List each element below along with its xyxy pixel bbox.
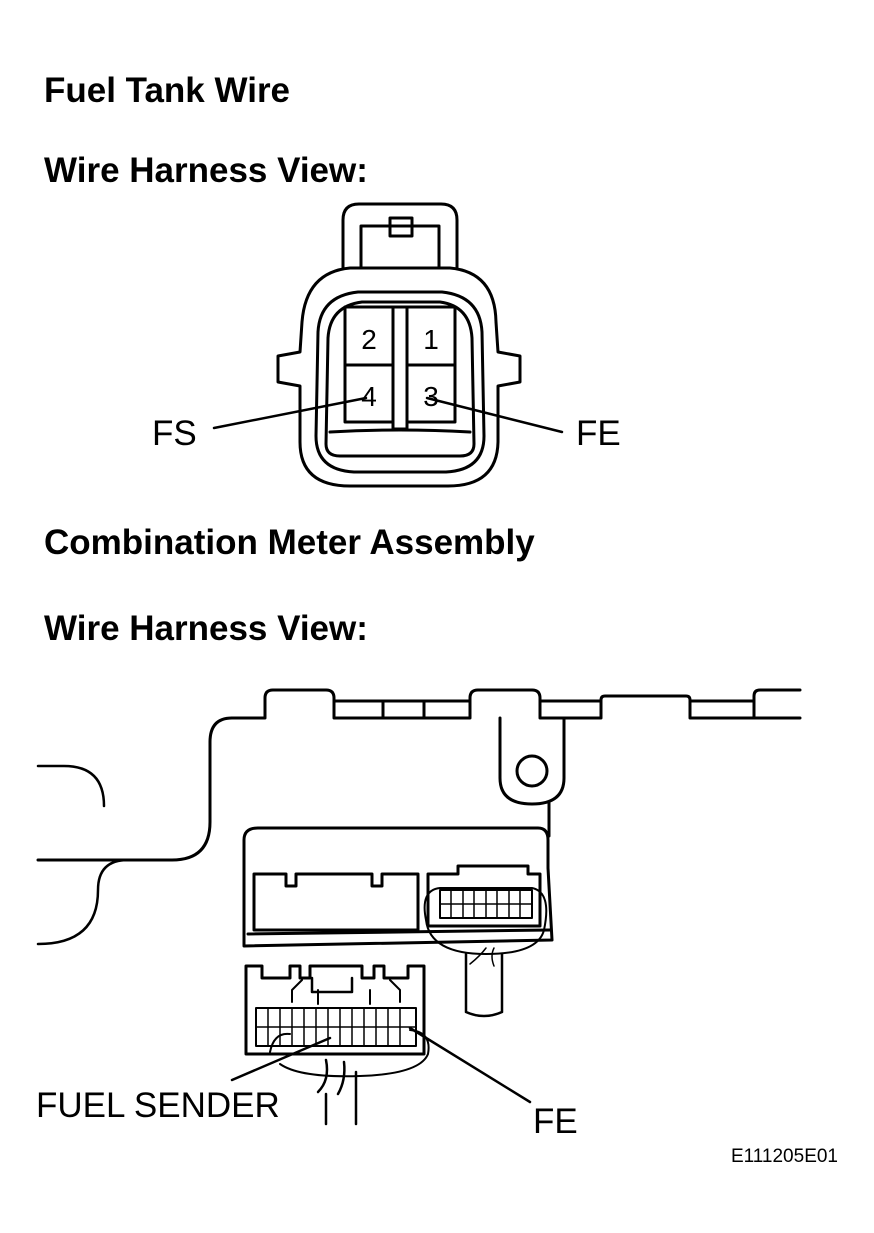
pin-1-number: 1 [423, 324, 439, 355]
receptacle-right-socket [426, 864, 542, 928]
fe-leader-line [425, 396, 564, 434]
receptacle-bottom [246, 928, 552, 936]
plug-latch [310, 976, 354, 994]
pin-4-number: 4 [361, 381, 377, 412]
mounting-lug [498, 716, 566, 806]
fuel-tank-connector [212, 202, 564, 488]
latch-tab [388, 216, 414, 238]
combination-meter-title: Combination Meter Assembly [44, 523, 535, 562]
mounting-hole [515, 754, 549, 788]
fs-label: FS [152, 414, 197, 453]
figure-id: E111205E01 [731, 1146, 838, 1167]
fs-leader-line [212, 396, 368, 430]
connector-housing-inner [314, 290, 486, 474]
latch-inner [359, 224, 441, 270]
combination-meter-harness-view-title: Wire Harness View: [44, 609, 368, 648]
fuel-sender-plug-connector [230, 964, 532, 1126]
receptacle-pin-grid [439, 889, 533, 919]
fuel-sender-label: FUEL SENDER [36, 1086, 280, 1125]
upper-harness-loop [423, 887, 548, 955]
fe-label-bottom: FE [533, 1102, 578, 1141]
pin-2-number: 2 [361, 324, 377, 355]
combination-meter-body [36, 688, 802, 946]
plug-outline [244, 964, 426, 1056]
center-key [391, 305, 409, 431]
receptacle-left-socket [252, 872, 420, 932]
fuel-tank-wire-harness-view-title: Wire Harness View: [44, 151, 368, 190]
lower-harness-wires [316, 1058, 358, 1126]
fe-bottom-leader-line [408, 1026, 532, 1104]
connector-housing-outer [276, 266, 522, 488]
receptacle-outline [242, 826, 554, 948]
meter-left-bulge [36, 764, 106, 808]
connector-latch [341, 202, 459, 270]
pin-3-number: 3 [423, 381, 439, 412]
plug-pin-grid [255, 1007, 417, 1047]
meter-left-body [36, 716, 234, 862]
fuel-sender-leader-line [230, 1036, 332, 1082]
fe-label-top: FE [576, 414, 621, 453]
meter-top-edge [230, 688, 802, 720]
meter-left-lower-curve [36, 858, 130, 946]
connector-cavity [324, 300, 476, 458]
upper-harness-wires [464, 952, 504, 1018]
fuel-tank-wire-title: Fuel Tank Wire [44, 71, 291, 110]
meter-receptacle-connector [242, 826, 554, 1018]
